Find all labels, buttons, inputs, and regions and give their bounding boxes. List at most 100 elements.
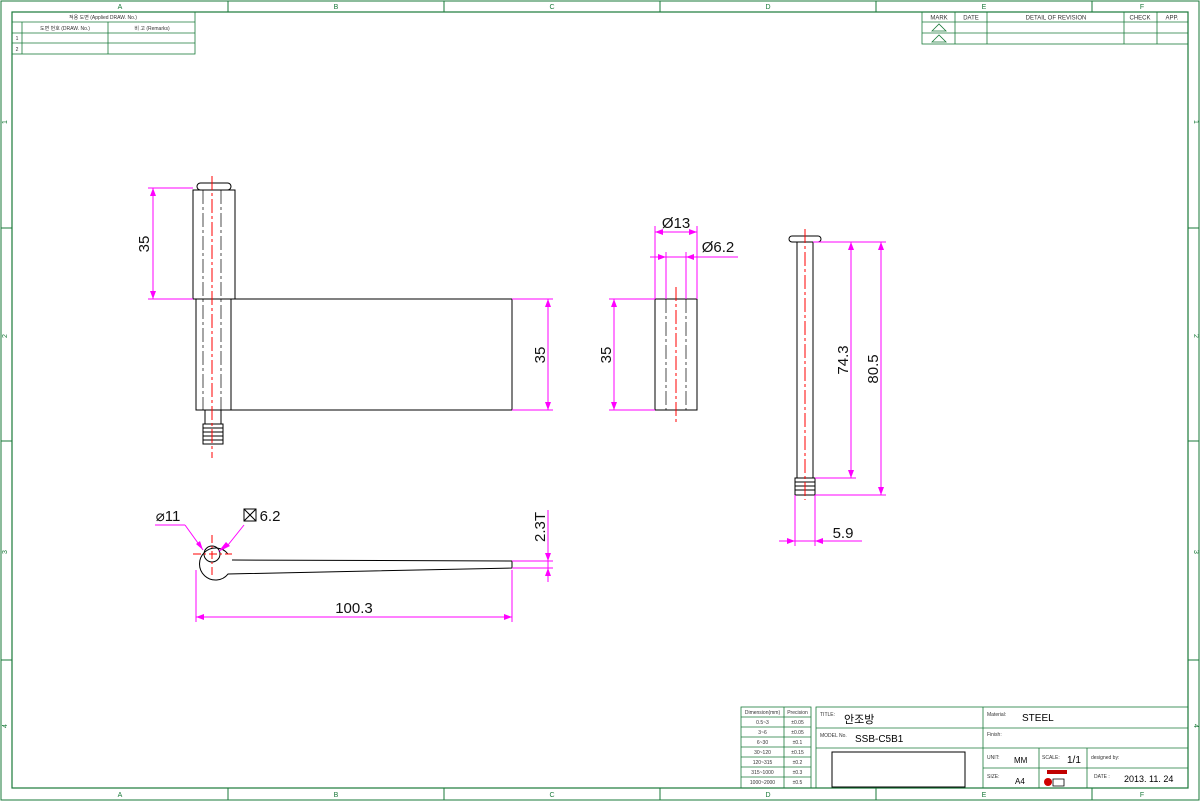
size-value: A4 [1015,777,1025,786]
applied-drawing-table: 적용 도면 (Applied DRAW. No.) 도면 번호 (DRAW. N… [11,11,196,55]
row-label-right: 2 [1192,334,1199,338]
dim-top-thickness [512,510,553,582]
col-label-bottom: E [982,792,987,799]
tolerance-prec-cell: ±0.15 [791,750,804,756]
drawing-number-box [831,751,966,788]
revision-header-detail: DETAIL OF REVISION [1026,16,1087,22]
dim-top-length [195,570,513,622]
tolerance-header-prec: Precision [787,710,808,716]
applied-table-row-no: 1 [16,36,19,42]
revision-table: MARK DATE DETAIL OF REVISION CHECK APP. [921,11,1189,45]
revision-header-date: DATE [963,16,979,22]
dim-side-inner-dia [650,252,738,299]
col-label-bottom: F [1140,792,1144,799]
square-symbol-icon [243,508,257,522]
dim-top-length-label: 100.3 [335,600,373,617]
tolerance-prec-cell: ±0.3 [793,770,803,776]
dim-side-height-label: 35 [598,347,615,364]
tolerance-rows: 0.5~3±0.053~6±0.056~30±0.130~120±0.15120… [750,720,804,786]
revision-triangle-icon [931,23,947,43]
dim-top-square-label: 6.2 [260,508,281,525]
dim-front-upper [148,187,193,300]
dim-side-outer-dia-label: Ø13 [662,215,690,232]
dim-pin-tip [779,495,862,546]
dim-front-leaf [512,298,553,411]
designed-label: designed by: [1091,755,1119,761]
date-value: 2013. 11. 24 [1124,774,1173,784]
top-view: ⌀11 6.2 2.3T 100.3 [155,508,553,622]
revision-header-check: CHECK [1129,16,1150,22]
row-label-right: 1 [1192,120,1199,124]
row-label-right: 4 [1192,724,1199,728]
col-label-bottom: B [334,792,339,799]
date-label: DATE : [1094,774,1110,780]
tolerance-dim-cell: 0.5~3 [756,720,769,726]
model-label: MODEL No. [820,733,847,739]
company-logo-icon [1044,770,1067,787]
dim-top-leaders [155,524,245,552]
dim-top-outer-dia-label: ⌀11 [156,508,181,525]
dim-pin-inner-label: 74.3 [835,345,852,374]
pin-head [196,182,232,191]
dim-pin-total [815,241,886,496]
dim-front-leaf-label: 35 [532,347,549,364]
frame-row-labels: 1 2 3 4 1 2 3 4 [2,120,1199,728]
material-label: Material: [987,712,1006,718]
unit-label: UNIT: [987,755,1000,761]
applied-table-header: 적용 도면 (Applied DRAW. No.) [69,14,137,21]
tolerance-prec-cell: ±0.05 [791,730,804,736]
tolerance-dim-cell: 3~6 [758,730,767,736]
dim-side-inner-dia-label: Ø6.2 [702,239,735,256]
tolerance-dim-cell: 315~1000 [751,770,774,776]
title-label: TITLE: [820,712,835,718]
applied-table-col-drawno: 도면 번호 (DRAW. No.) [40,25,90,32]
frame-column-labels: A B C D E F A B C D E F [118,4,1144,799]
scale-value: 1/1 [1067,755,1081,766]
pin-lower [204,409,222,425]
pin-view: 74.3 80.5 5.9 [779,229,886,546]
revision-header-app: APP. [1166,16,1179,22]
tolerance-prec-cell: ±0.2 [793,760,803,766]
tolerance-prec-cell: ±0.05 [791,720,804,726]
tolerance-dim-cell: 30~120 [754,750,771,756]
row-label-left: 4 [2,724,9,728]
title-block: TITLE: 안조방 MODEL No. SSB-C5B1 Material: … [815,706,1189,789]
tolerance-table: Dimension(mm) Precision 0.5~3 ±0.05 3~6 ±0.… [740,706,812,789]
col-label-top: E [982,4,987,11]
col-label-bottom: D [765,792,770,799]
revision-header-mark: MARK [930,16,947,22]
row-label-right: 3 [1192,550,1199,554]
title-value: 안조방 [844,713,874,726]
pin-tip [202,423,224,445]
col-label-top: C [549,4,554,11]
top-view-profile [199,547,513,581]
model-value: SSB-C5B1 [855,734,904,745]
front-view: 35 35 [136,176,553,458]
col-label-top: A [118,4,123,11]
upper-knuckle [192,189,236,300]
tolerance-header-dim: Dimension(mm) [745,710,781,716]
finish-label: Finish: [987,732,1002,738]
unit-value: MM [1014,756,1028,765]
dim-side-height [609,298,655,411]
row-label-left: 1 [2,120,9,124]
col-label-top: D [765,4,770,11]
col-label-bottom: A [118,792,123,799]
col-label-top: B [334,4,339,11]
size-label: SIZE: [987,774,1000,780]
tolerance-prec-cell: ±0.1 [793,740,803,746]
scale-label: SCALE: [1042,755,1060,761]
col-label-top: F [1140,4,1144,11]
col-label-bottom: C [549,792,554,799]
tolerance-prec-cell: ±0.5 [793,780,803,786]
dim-pin-tip-label: 5.9 [833,525,854,542]
row-label-left: 3 [2,550,9,554]
dim-pin-total-label: 80.5 [865,354,882,383]
dim-top-thickness-label: 2.3T [532,512,549,542]
material-value: STEEL [1022,713,1054,724]
applied-table-col-remarks: 비 고 (Remarks) [134,25,170,32]
tolerance-dim-cell: 120~315 [753,760,773,766]
applied-table-row-no: 2 [16,47,19,53]
